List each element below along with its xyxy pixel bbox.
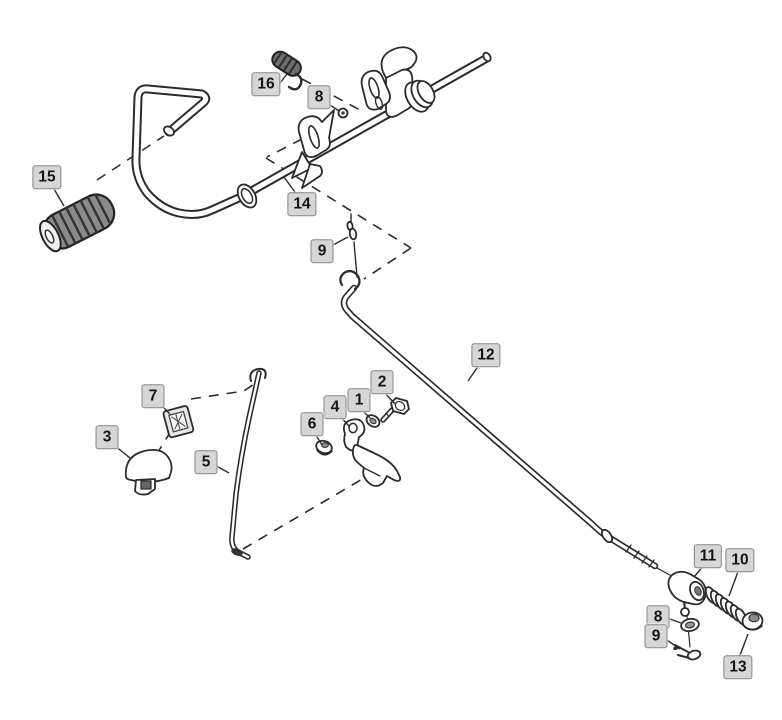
part-callout-8: 8 — [307, 85, 331, 109]
control-rod-part-12 — [339, 269, 678, 580]
flange-nut-part-13 — [741, 611, 764, 631]
rod-part-5 — [229, 367, 267, 560]
part-callout-14: 14 — [287, 192, 317, 216]
shaft-clamp-bracket-right — [360, 46, 418, 118]
part-callout-15: 15 — [32, 165, 62, 189]
part-callout-9: 9 — [310, 239, 334, 263]
part-callout-2: 2 — [370, 370, 394, 394]
part-callout-3: 3 — [95, 425, 119, 449]
bolt-part-2 — [380, 397, 410, 423]
part-callout-11: 11 — [693, 544, 723, 568]
grip-part-15 — [39, 193, 116, 253]
pin-part-9-middle — [346, 213, 358, 278]
part-callout-6: 6 — [300, 412, 324, 436]
bracket-part-4 — [342, 418, 402, 487]
part-callout-10: 10 — [725, 548, 755, 572]
pedal-shaft-part-14 — [131, 51, 492, 219]
part-callout-7: 7 — [141, 384, 165, 408]
trunnion-part-11 — [667, 570, 707, 648]
part-callout-4: 4 — [323, 395, 347, 419]
spring-part-10 — [704, 586, 748, 626]
spring-part-16 — [271, 50, 303, 91]
part-callout-1: 1 — [347, 388, 371, 412]
part-callout-9: 9 — [644, 624, 668, 648]
cotter-pin-part-9-bottom — [673, 644, 702, 661]
part-callout-12: 12 — [471, 343, 501, 367]
shaft-clamp-bracket-left — [291, 109, 335, 189]
shaft-bushing — [404, 79, 436, 113]
part-callout-5: 5 — [194, 450, 218, 474]
flange-nut-part-6 — [315, 439, 333, 456]
nut-part-8-top — [337, 107, 349, 119]
pedal-pad-part-3 — [124, 448, 173, 496]
part-callout-16: 16 — [251, 72, 281, 96]
washer-part-8-bottom — [680, 617, 700, 633]
callout-leader-lines — [53, 73, 749, 659]
part-callout-13: 13 — [723, 655, 753, 679]
clip-part-7 — [162, 405, 195, 439]
